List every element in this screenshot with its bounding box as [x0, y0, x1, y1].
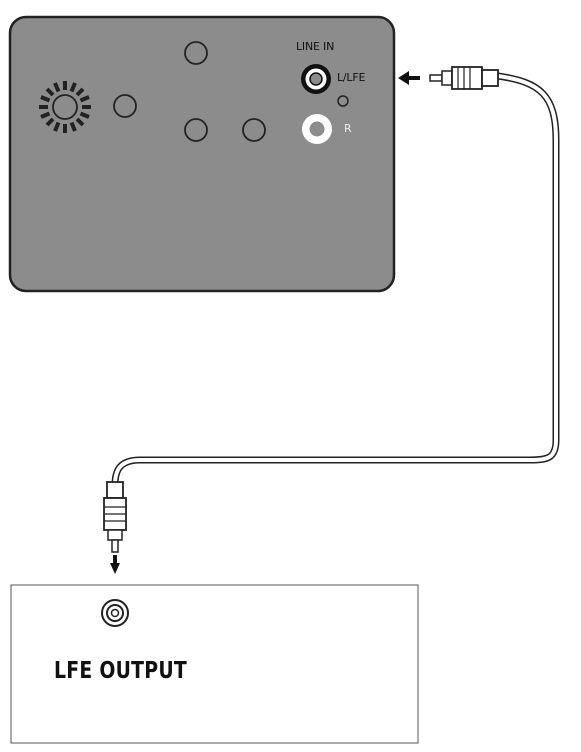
knob-2	[184, 41, 208, 65]
lfe-output-jack	[101, 599, 129, 627]
arrow-left-icon	[398, 71, 420, 85]
power-led-ring-icon	[39, 81, 91, 133]
line-in-left-jack	[301, 64, 331, 94]
line-in-right-jack	[302, 114, 332, 144]
lfe-output-label: LFE OUTPUT	[54, 658, 188, 684]
subwoofer-panel	[8, 15, 396, 293]
right-jack-label: R	[344, 122, 352, 135]
arrow-down-icon	[110, 555, 120, 574]
cable-core	[113, 74, 558, 487]
indicator-light	[337, 95, 349, 107]
source-device-box	[10, 584, 419, 744]
knob-1	[113, 94, 137, 118]
knob-3	[184, 118, 208, 142]
line-in-label: LINE IN	[296, 40, 335, 53]
rca-plug-top	[429, 66, 499, 90]
knob-4	[242, 118, 266, 142]
rca-plug-bottom	[103, 481, 127, 553]
left-lfe-label: L/LFE	[337, 71, 366, 84]
